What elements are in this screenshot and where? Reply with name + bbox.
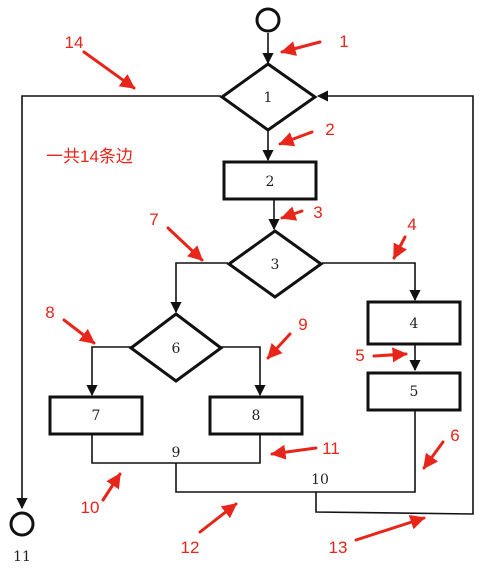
- edge-3-6: [170, 262, 228, 314]
- edge-number-11: 11: [322, 439, 340, 458]
- edge-number-6: 6: [450, 426, 459, 445]
- annotation-arrow-4: [392, 235, 407, 260]
- node-label-8: 8: [252, 408, 261, 424]
- annotation-arrow-2: [278, 130, 314, 147]
- decision-node-6: [128, 312, 224, 383]
- process-node-8: [208, 395, 304, 436]
- annotation-arrow-14: [82, 50, 136, 90]
- node-label-5: 5: [410, 384, 419, 400]
- edge-number-9: 9: [298, 315, 307, 334]
- node-label-6: 6: [172, 341, 181, 357]
- edge-number-1: 1: [339, 32, 348, 51]
- edge-5-10: [316, 410, 416, 493]
- annotation-arrow-6: [422, 440, 445, 470]
- node-label-4: 4: [410, 316, 419, 332]
- annotation-arrow-9: [266, 332, 292, 360]
- process-node-5: [366, 371, 462, 412]
- edge-number-13: 13: [329, 538, 348, 557]
- edge-number-7: 7: [149, 210, 158, 229]
- edge-number-12: 12: [181, 538, 200, 557]
- edge-number-14: 14: [65, 33, 84, 52]
- process-node-7: [48, 395, 144, 436]
- edge-8-9: [176, 434, 261, 464]
- decision-node-3: [226, 229, 324, 299]
- annotation-arrow-8: [62, 318, 96, 345]
- annotation-arrow-10: [101, 472, 122, 502]
- edge-1-11: [16, 95, 221, 510]
- node-label-1: 1: [264, 90, 273, 106]
- edge-number-2: 2: [325, 120, 334, 139]
- end-node: [9, 511, 35, 537]
- node-label-7: 7: [92, 408, 101, 424]
- node-label-3: 3: [271, 257, 280, 273]
- edge-7-9: [91, 434, 176, 464]
- annotation-arrow-12: [198, 502, 238, 534]
- edge-3-4: [322, 262, 421, 302]
- process-node-4: [366, 300, 462, 346]
- start-node: [255, 7, 281, 33]
- edge-10-1: [315, 90, 474, 515]
- annotation-arrow-11: [270, 444, 318, 460]
- annotation-arrow-3: [280, 206, 304, 221]
- node-label-2: 2: [266, 174, 275, 190]
- process-node-2: [222, 160, 318, 201]
- annotation-arrow-13: [354, 515, 426, 542]
- edge-number-5: 5: [355, 346, 364, 365]
- edge-number-4: 4: [407, 215, 416, 234]
- end-node-label: 11: [13, 549, 31, 565]
- annotation-arrow-7: [166, 226, 204, 262]
- decision-node-1: [219, 62, 318, 132]
- edge-number-10: 10: [81, 498, 100, 517]
- edge-number-8: 8: [45, 303, 54, 322]
- edge-9-10: [175, 463, 316, 493]
- edge-6-7: [86, 346, 131, 397]
- edge-6-8: [221, 346, 266, 397]
- annotation-arrow-5: [372, 347, 408, 363]
- edge-number-3: 3: [313, 203, 322, 222]
- junction-label-10: 10: [311, 472, 329, 488]
- annotation-arrow-1: [280, 40, 322, 56]
- edge-count-note: 一共14条边: [46, 147, 133, 166]
- junction-label-9: 9: [172, 445, 181, 461]
